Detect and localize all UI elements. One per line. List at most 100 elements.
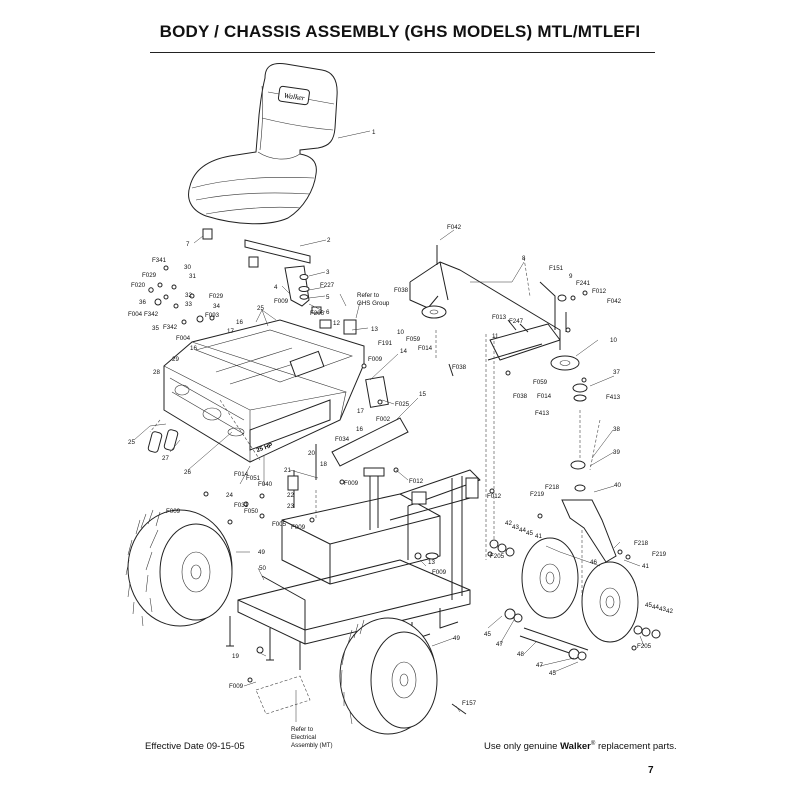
genuine-parts-notice: Use only genuine Walker® replacement par… xyxy=(484,741,677,752)
chassis-frame xyxy=(226,319,481,670)
callout-28: 28 xyxy=(153,369,160,376)
callout-33: 33 xyxy=(185,301,192,308)
seat-logo: Walker xyxy=(283,91,305,103)
callout-32: 32 xyxy=(185,292,192,299)
seat: Walker xyxy=(188,63,338,225)
brand-name: Walker xyxy=(560,741,591,753)
callout-5: 5 xyxy=(326,294,330,301)
callout-F040: F040 xyxy=(258,481,273,488)
callout-F020: F020 xyxy=(131,282,146,289)
callout-4: 4 xyxy=(274,284,278,291)
callout-47: 47 xyxy=(496,641,503,648)
note-ghs-line-1: Refer to xyxy=(357,292,380,299)
callout-45c: 45 xyxy=(549,670,556,677)
horsepower-decal: 25 HP xyxy=(256,443,274,454)
callout-29: 29 xyxy=(172,356,179,363)
callout-50: 50 xyxy=(259,565,266,572)
callout-42: 42 xyxy=(505,520,512,527)
callout-12: 12 xyxy=(333,320,340,327)
callout-44: 44 xyxy=(519,527,526,534)
callout-17b: 17 xyxy=(357,408,364,415)
callout-F042: F042 xyxy=(447,224,462,231)
callout-21: 21 xyxy=(284,467,291,474)
callout-F205b: F205 xyxy=(637,643,652,650)
callout-10: 10 xyxy=(397,329,404,336)
callout-41b: 41 xyxy=(642,563,649,570)
callout-F157: F157 xyxy=(462,700,477,707)
callout-10b: 10 xyxy=(610,337,617,344)
callout-F093: F093 xyxy=(205,312,220,319)
callout-F009d: F009 xyxy=(291,524,306,531)
callout-18: 18 xyxy=(320,461,327,468)
callout-45d: 45 xyxy=(645,602,652,609)
callout-16b: 16 xyxy=(190,345,197,352)
effective-date: Effective Date 09-15-05 xyxy=(145,741,245,752)
callout-13b: 13 xyxy=(428,559,435,566)
callout-F009e: F009 xyxy=(166,508,181,515)
callout-40: 40 xyxy=(614,482,621,489)
callout-42b: 42 xyxy=(666,608,673,615)
callout-F029: F029 xyxy=(142,272,157,279)
callout-25: 25 xyxy=(257,305,264,312)
callout-F218: F218 xyxy=(545,484,560,491)
callout-38: 38 xyxy=(613,426,620,433)
callout-F009b: F009 xyxy=(368,356,383,363)
callout-F009g: F009 xyxy=(432,569,447,576)
note-electrical-line-3: Assembly (MT) xyxy=(291,742,333,749)
callout-15: 15 xyxy=(419,391,426,398)
callout-6: 6 xyxy=(326,309,330,316)
callout-49: 49 xyxy=(258,549,265,556)
rear-tire-right xyxy=(339,617,438,735)
callout-24: 24 xyxy=(226,492,233,499)
rear-tire-left xyxy=(125,509,233,627)
callout-F413: F413 xyxy=(535,410,550,417)
callout-48: 48 xyxy=(517,651,524,658)
callout-F009: F009 xyxy=(274,298,289,305)
callout-F342: F342 xyxy=(144,311,159,318)
callout-19: 19 xyxy=(232,653,239,660)
assembly-guide-lines xyxy=(149,257,601,600)
callout-39: 39 xyxy=(613,449,620,456)
electrical-panel-outline xyxy=(255,675,311,715)
callout-F413b: F413 xyxy=(606,394,621,401)
callout-46: 46 xyxy=(590,559,597,566)
notice-suffix: replacement parts. xyxy=(597,741,677,753)
callout-F005: F005 xyxy=(272,521,287,528)
callout-49b: 49 xyxy=(453,635,460,642)
callout-F038c: F038 xyxy=(513,393,528,400)
callout-F029b: F029 xyxy=(209,293,224,300)
registered-mark: ® xyxy=(590,741,596,747)
callout-27: 27 xyxy=(162,455,169,462)
callout-F051: F051 xyxy=(246,475,261,482)
callout-F059: F059 xyxy=(406,336,421,343)
front-caster-wheels xyxy=(489,537,661,661)
callout-31: 31 xyxy=(189,273,196,280)
callout-F342b: F342 xyxy=(163,324,178,331)
title-divider xyxy=(150,52,655,53)
callout-F012c: F012 xyxy=(487,493,502,500)
callout-F012: F012 xyxy=(409,478,424,485)
callout-F009f: F009 xyxy=(229,683,244,690)
callout-F042b: F042 xyxy=(607,298,622,305)
callout-41: 41 xyxy=(535,533,542,540)
callout-36: 36 xyxy=(139,299,146,306)
callout-F038: F038 xyxy=(394,287,409,294)
callout-F218b: F218 xyxy=(634,540,649,547)
callout-F038b: F038 xyxy=(452,364,467,371)
callout-labels: 1 2 3 F227 5 6 4 F009 F206 12 13 7 F341 … xyxy=(128,129,673,707)
callout-13: 13 xyxy=(371,326,378,333)
callout-22: 22 xyxy=(287,492,294,499)
callout-16: 16 xyxy=(236,319,243,326)
callout-F341: F341 xyxy=(152,257,167,264)
note-ghs-line-2: GHS Group xyxy=(357,300,390,307)
callout-F241: F241 xyxy=(576,280,591,287)
callout-1: 1 xyxy=(372,129,376,136)
callout-30: 30 xyxy=(184,264,191,271)
body-shell: 25 HP xyxy=(163,319,365,463)
knee-pads xyxy=(147,429,179,453)
callout-2: 2 xyxy=(327,237,331,244)
caster-fork xyxy=(561,460,617,563)
callout-20: 20 xyxy=(308,450,315,457)
note-electrical-line-1: Refer to xyxy=(291,726,314,733)
